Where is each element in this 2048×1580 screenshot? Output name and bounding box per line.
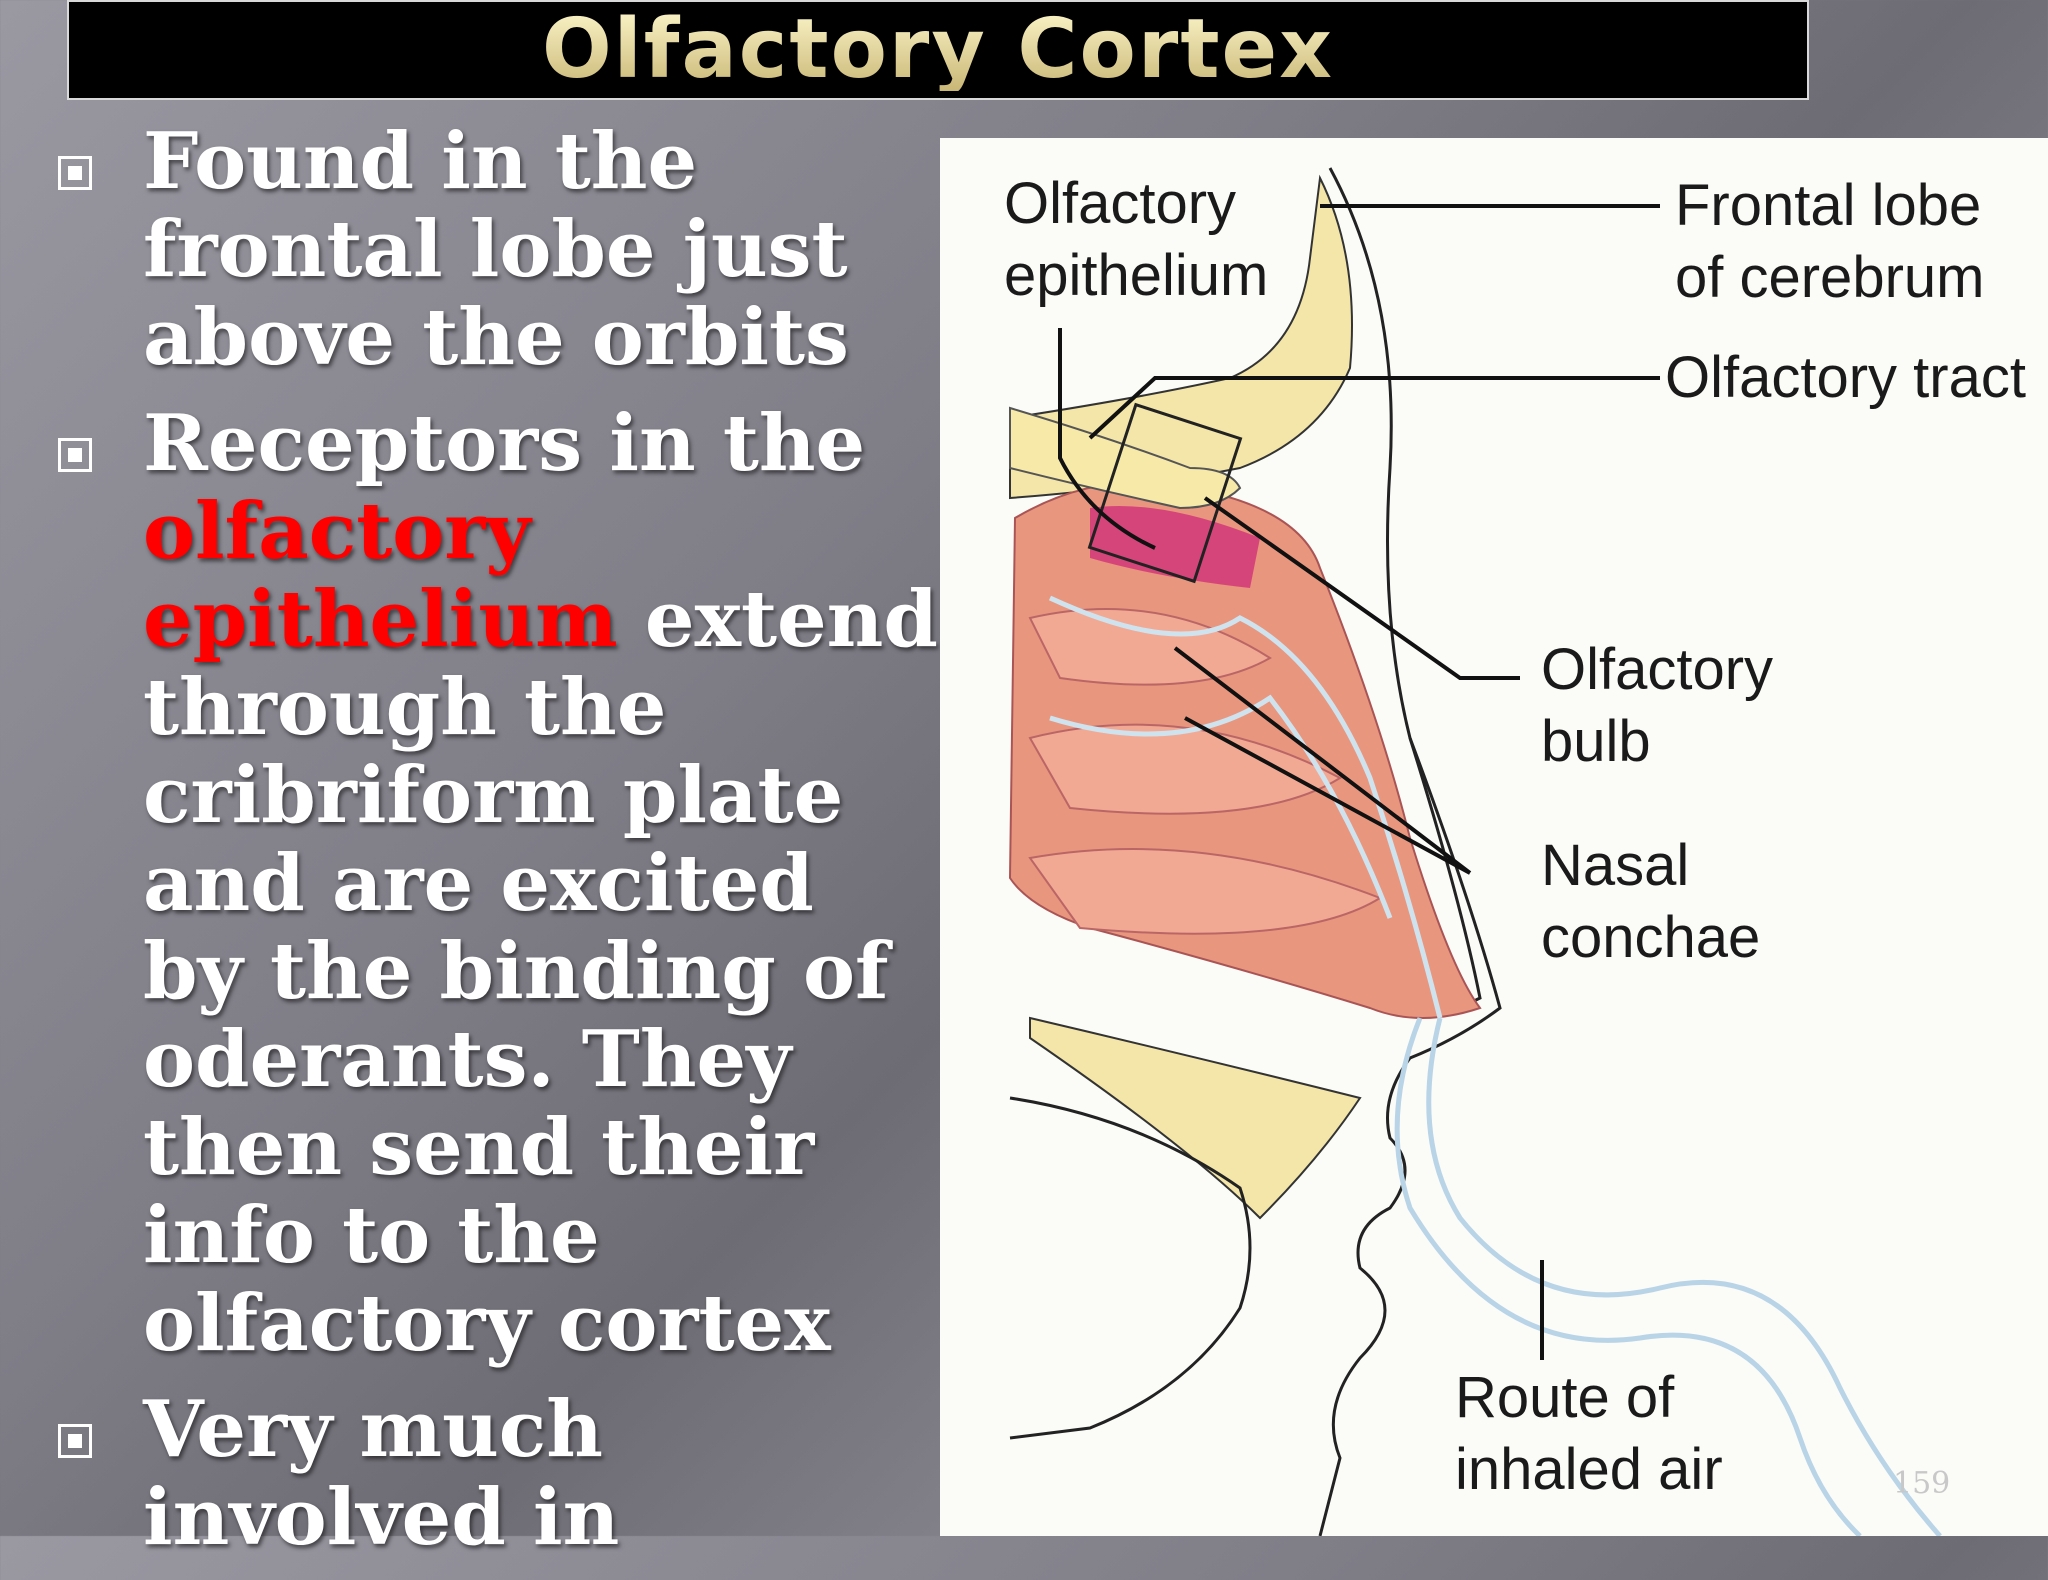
bullet-text-part: Receptors in the: [143, 398, 866, 489]
air-route-line: [1048, 595, 1443, 1019]
label-olfactory-epithelium: Olfactory epithelium: [1004, 171, 1269, 308]
bullet-text: Found in the frontal lobe just above the…: [143, 116, 849, 383]
concha-middle: [1028, 723, 1342, 815]
slide-title: Olfactory Cortex: [541, 2, 1335, 97]
bullet-text: Receptors in the olfactory epithelium ex…: [143, 400, 940, 1368]
leader-nasal-conchae: [1173, 646, 1472, 875]
label-nasal-conchae: Nasal conchae: [1541, 833, 1761, 970]
cribriform-box: [1087, 402, 1243, 584]
mouth-outline: [1009, 1096, 1252, 1440]
square-bullet-icon: [58, 156, 92, 190]
label-olfactory-tract: Olfactory tract: [1665, 345, 2026, 410]
leader-olfactory-tract: [1088, 376, 1660, 440]
bullet-item: Found in the frontal lobe just above the…: [0, 118, 940, 382]
skull-outline: [1328, 167, 1482, 1010]
title-bar: Olfactory Cortex: [67, 0, 1809, 100]
olfactory-epithelium-patch: [1090, 506, 1260, 588]
label-frontal-lobe: Frontal lobe of cerebrum: [1675, 173, 1985, 310]
bullet-item: Receptors in the olfactory epithelium ex…: [0, 400, 940, 1368]
air-route-line: [1426, 1017, 1942, 1536]
leader-olfactory-bulb: [1203, 496, 1520, 680]
air-route-line: [1049, 694, 1393, 919]
nasal-anatomy-figure: Olfactory epithelium Frontal lobe of cer…: [940, 138, 2048, 1536]
air-route-line: [1394, 1017, 1862, 1536]
concha-upper: [1028, 608, 1272, 686]
square-bullet-icon: [58, 1424, 92, 1458]
bullet-text-part: extend through the cribriform plate and …: [143, 574, 938, 1369]
page-number: 159: [1893, 1466, 1951, 1501]
label-route-of-inhaled-air: Route of inhaled air: [1455, 1365, 1723, 1502]
highlighted-term: olfactory epithelium: [143, 486, 618, 665]
olfactory-tract-shape: [1009, 406, 1242, 510]
nasal-anatomy-illustration: [1008, 167, 1942, 1536]
leader-epithelium: [1058, 328, 1156, 550]
square-bullet-icon: [58, 438, 92, 472]
label-olfactory-bulb: Olfactory bulb: [1541, 637, 1774, 774]
bullet-list: Found in the frontal lobe just above the…: [0, 118, 940, 1580]
palate-bone: [1029, 1016, 1362, 1220]
